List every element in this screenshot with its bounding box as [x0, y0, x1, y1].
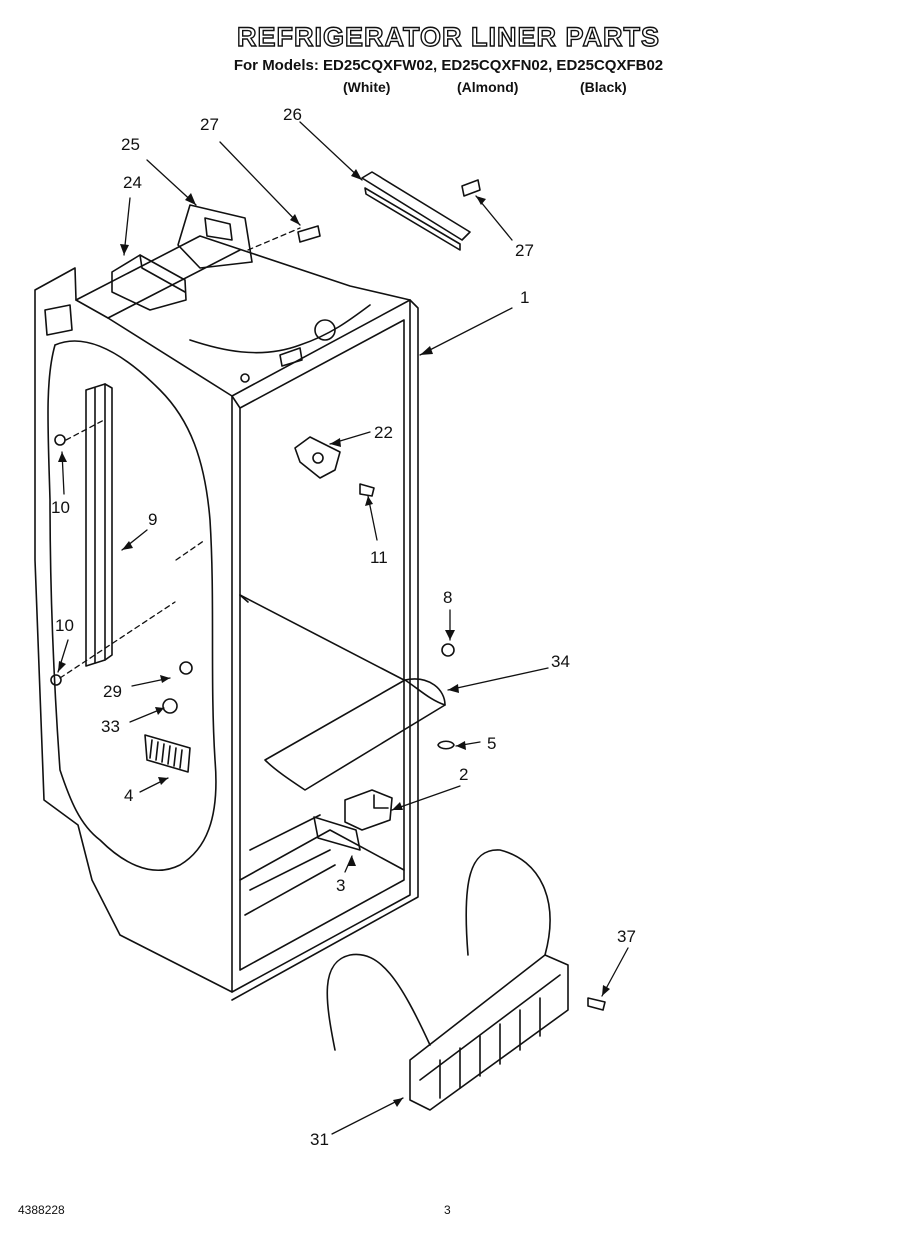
callout-label: 25 [121, 135, 140, 154]
bracket-part-22 [294, 436, 341, 479]
callout-label: 34 [551, 652, 570, 671]
grille-part-4 [144, 734, 191, 773]
callout-label: 5 [487, 734, 496, 753]
callout-label: 4 [124, 786, 133, 805]
arrowheads [58, 169, 610, 1107]
variant-black: (Black) [580, 79, 627, 95]
page-number: 3 [444, 1203, 451, 1217]
callout-labels: 25 27 26 24 27 1 22 10 9 11 8 10 34 29 3… [51, 105, 636, 1149]
leader-lines [57, 121, 629, 1135]
callout-label: 2 [459, 765, 468, 784]
callout-label: 37 [617, 927, 636, 946]
bracket-part-2 [344, 789, 393, 831]
callout-label: 10 [51, 498, 70, 517]
callout-label: 27 [515, 241, 534, 260]
callout-label: 26 [283, 105, 302, 124]
callout-label: 8 [443, 588, 452, 607]
panel-part-34 [264, 678, 446, 791]
page-title: REFRIGERATOR LINER PARTS [236, 21, 660, 52]
callout-label: 1 [520, 288, 529, 307]
fasteners [50, 179, 606, 1011]
bracket-part-25 [177, 204, 253, 269]
callout-label: 24 [123, 173, 142, 192]
liner-body [34, 235, 419, 1001]
callout-label: 29 [103, 682, 122, 701]
top-rail-part-26 [361, 171, 471, 251]
document-number: 4388228 [18, 1203, 65, 1217]
rail-part-9 [85, 383, 113, 667]
callout-label: 22 [374, 423, 393, 442]
callout-label: 27 [200, 115, 219, 134]
heater-part-31 [326, 849, 569, 1111]
variant-white: (White) [343, 79, 391, 95]
callout-label: 9 [148, 510, 157, 529]
callout-label: 33 [101, 717, 120, 736]
model-list: For Models: ED25CQXFW02, ED25CQXFN02, ED… [233, 57, 664, 74]
variant-almond: (Almond) [457, 79, 519, 95]
callout-label: 3 [336, 876, 345, 895]
housing-part-24 [111, 254, 187, 311]
callout-label: 31 [310, 1130, 329, 1149]
callout-label: 11 [370, 548, 388, 567]
bracket-part-3 [313, 816, 361, 851]
callout-label: 10 [55, 616, 74, 635]
